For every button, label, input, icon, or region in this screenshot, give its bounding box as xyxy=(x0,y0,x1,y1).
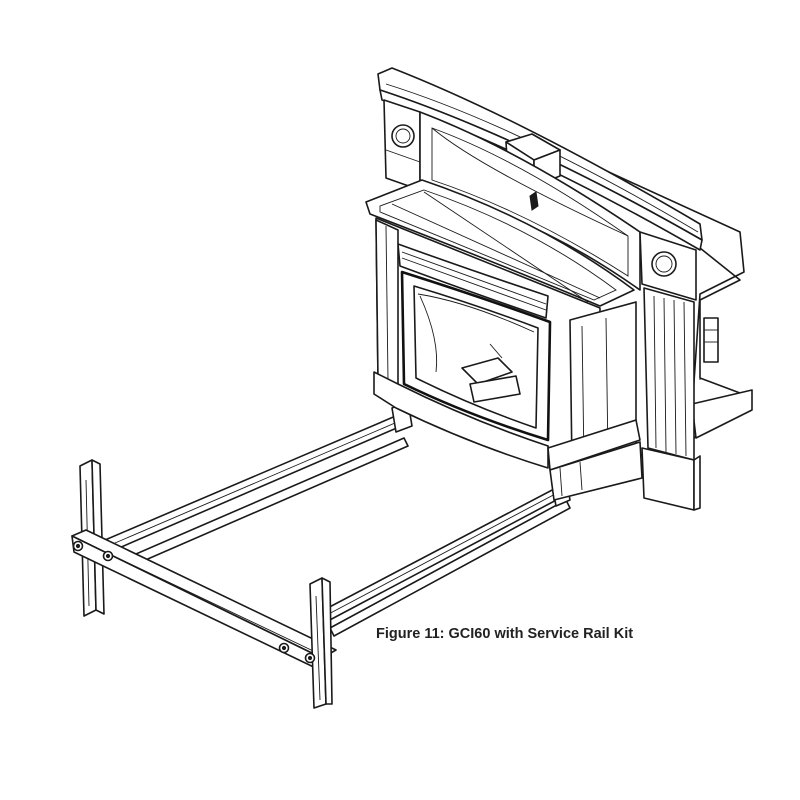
fireplace-surround xyxy=(377,67,753,511)
left-column xyxy=(383,99,421,191)
rear-side-housing xyxy=(599,167,753,441)
rail-knob xyxy=(72,540,316,664)
fireplace-insert xyxy=(365,179,643,501)
insert-front-frame xyxy=(373,217,643,501)
insert-top-lid xyxy=(365,179,635,307)
figure-caption: Figure 11: GCI60 with Service Rail Kit xyxy=(376,626,634,642)
left-floor-rail xyxy=(104,414,409,569)
right-floor-rail xyxy=(319,487,571,637)
service-rail-kit xyxy=(71,401,571,709)
right-support-post xyxy=(309,577,333,709)
front-cross-bar xyxy=(71,529,337,673)
right-column xyxy=(639,231,701,511)
